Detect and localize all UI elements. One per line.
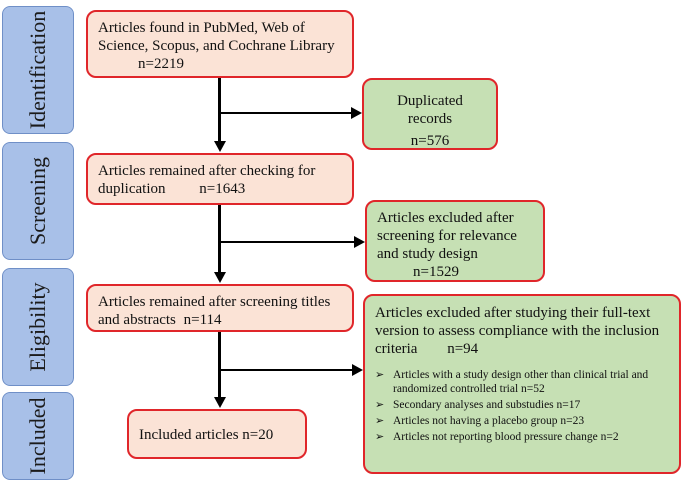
connector-screening-eligibility — [218, 205, 221, 273]
identification-box: Articles found in PubMed, Web of Science… — [86, 10, 354, 78]
included-box: Included articles n=20 — [127, 409, 307, 459]
excluded-fulltext-box: Articles excluded after studying their f… — [363, 294, 681, 474]
exclusion-reason: ➢ Secondary analyses and substudies n=17 — [375, 398, 669, 412]
eligibility-box: Articles remained after screening titles… — [86, 284, 354, 332]
arrow-right-icon — [352, 364, 363, 376]
exclusion-reasons-list: ➢ Articles with a study design other tha… — [375, 368, 669, 444]
duplicated-text: Duplicated records — [397, 93, 463, 127]
stage-label-eligibility: Eligibility — [25, 282, 50, 372]
screening-count: n=1643 — [199, 181, 246, 197]
stage-included: Included — [0, 390, 76, 482]
exclusion-reason-text: Articles with a study design other than … — [393, 369, 649, 395]
stage-screening: Screening — [0, 140, 76, 262]
arrow-down-icon — [213, 272, 226, 283]
excluded-fulltext-header: Articles excluded after studying their f… — [375, 304, 669, 358]
exclusion-reason: ➢ Articles not reporting blood pressure … — [375, 430, 669, 444]
screening-text: Articles remained after checking for dup… — [98, 163, 316, 197]
excluded-relevance-box: Articles excluded after screening for re… — [365, 200, 545, 282]
excluded-fulltext-text: Articles excluded after studying their f… — [375, 305, 660, 357]
duplicated-box: Duplicated records n=576 — [362, 78, 498, 150]
stage-identification: Identification — [0, 4, 76, 136]
bullet-arrow-icon: ➢ — [375, 369, 385, 381]
stage-label-identification: Identification — [25, 10, 50, 130]
screening-box: Articles remained after checking for dup… — [86, 153, 354, 205]
excluded-relevance-text: Articles excluded after screening for re… — [377, 210, 517, 262]
bullet-arrow-icon: ➢ — [375, 399, 385, 411]
identification-count: n=2219 — [138, 56, 184, 72]
duplicated-count: n=576 — [410, 133, 450, 149]
exclusion-reason-text: Articles not having a placebo group n=23 — [393, 415, 585, 427]
arrow-right-icon — [351, 107, 362, 119]
exclusion-reason-text: Articles not reporting blood pressure ch… — [393, 431, 619, 443]
stage-eligibility: Eligibility — [0, 266, 76, 388]
arrow-right-icon — [354, 236, 365, 248]
eligibility-count: n=114 — [183, 312, 222, 328]
excluded-relevance-count: n=1529 — [413, 264, 459, 280]
identification-text: Articles found in PubMed, Web of Science… — [98, 20, 335, 54]
arrow-down-icon — [213, 141, 226, 152]
bullet-arrow-icon: ➢ — [375, 431, 385, 443]
connector-to-duplicated — [220, 112, 352, 114]
stage-label-screening: Screening — [25, 157, 50, 245]
bullet-arrow-icon: ➢ — [375, 415, 385, 427]
exclusion-reason: ➢ Articles not having a placebo group n=… — [375, 414, 669, 428]
excluded-fulltext-count: n=94 — [447, 341, 479, 357]
stage-label-included: Included — [25, 397, 50, 475]
connector-to-excluded-relevance — [220, 241, 355, 243]
eligibility-text: Articles remained after screening titles… — [98, 294, 331, 328]
exclusion-reason: ➢ Articles with a study design other tha… — [375, 368, 669, 396]
included-text: Included articles n=20 — [139, 427, 274, 443]
exclusion-reason-text: Secondary analyses and substudies n=17 — [393, 399, 581, 411]
connector-eligibility-included — [218, 332, 221, 398]
connector-to-excluded-fulltext — [220, 369, 353, 371]
connector-identification-screening — [218, 78, 221, 142]
arrow-down-icon — [213, 397, 226, 408]
